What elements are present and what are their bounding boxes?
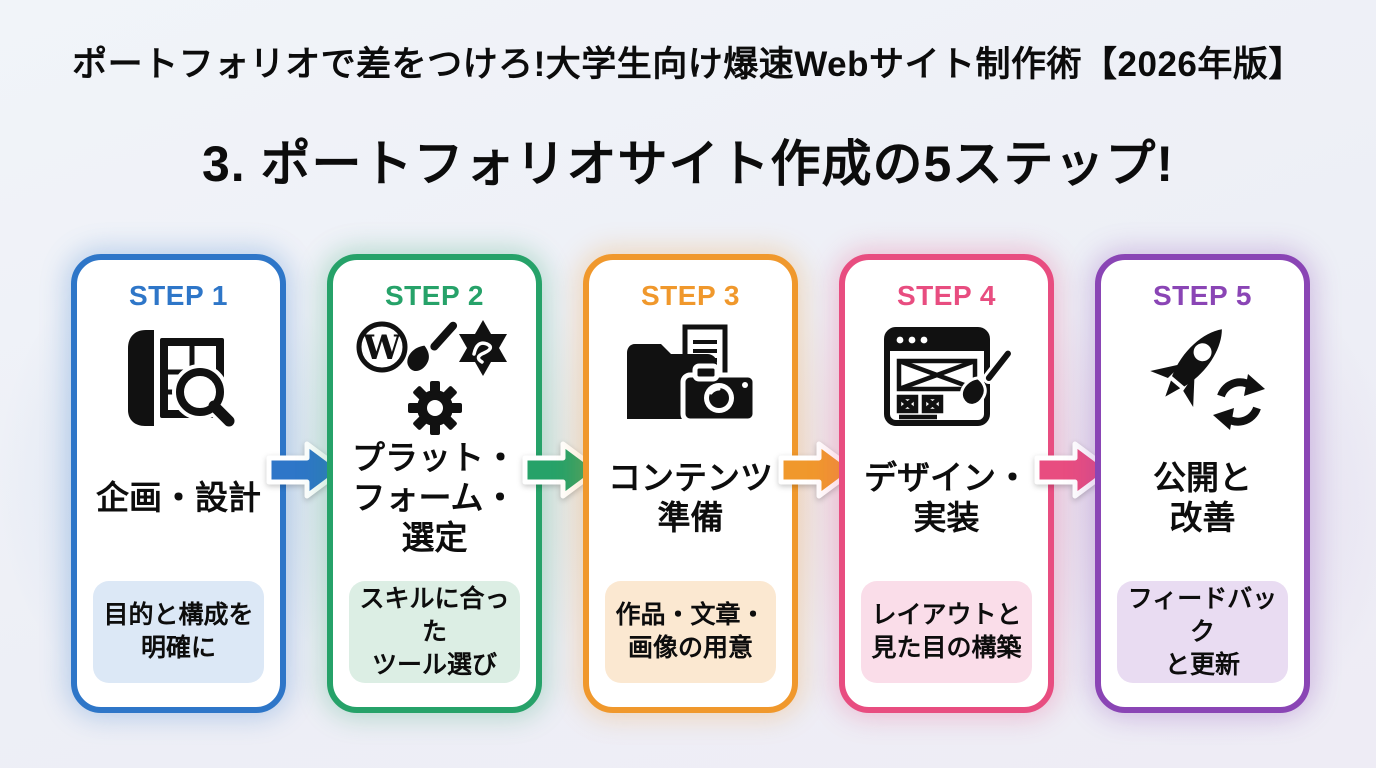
step-subtitle-line: レイアウトと: [871, 601, 1022, 629]
step-subtitle-line: スキルに合った: [359, 584, 510, 646]
arrow-right-icon: [1034, 441, 1113, 499]
step-title-line: デザイン・: [864, 458, 1029, 496]
step-title-line: コンテンツ: [608, 458, 773, 496]
step-label: STEP 5: [1153, 280, 1252, 311]
arrow-right-icon: [778, 441, 857, 499]
step-icon: [1101, 316, 1304, 438]
step-label: STEP 1: [129, 280, 228, 311]
step-subtitle-box: 作品・文章・画像の用意: [605, 581, 776, 683]
step-card: STEP 2 W プラット・フォーム・選定 スキルに合ったツール選び: [327, 254, 542, 713]
step-title: 公開と改善: [1105, 438, 1300, 557]
step-label: STEP 4: [897, 280, 996, 311]
step-title: 企画・設計: [81, 438, 276, 557]
step-icon: [77, 316, 280, 438]
step-subtitle-box: 目的と構成を明確に: [93, 581, 264, 683]
step-subtitle-line: 見た目の構築: [871, 634, 1022, 662]
step-title-line: 選定: [401, 518, 468, 556]
blueprint-magnifier-icon: [127, 330, 238, 430]
step-subtitle-line: フィードバック: [1127, 584, 1278, 646]
rocket-refresh-icon: [1149, 329, 1265, 430]
steps-row: STEP 1 企画・設計 目的と構成を明確に STEP 2 W: [71, 254, 1318, 713]
browser-brush-icon: [884, 327, 1014, 426]
step-title-line: 企画・設計: [96, 478, 261, 516]
step-card: STEP 4 デザイン・実装 レイアウトと見た目の構築: [839, 254, 1054, 713]
step-subtitle-line: と更新: [1164, 650, 1240, 679]
arrow-right-icon: [522, 441, 601, 499]
section-heading: 3. ポートフォリオサイト作成の5ステップ!: [201, 136, 1175, 192]
step-subtitle-line: 画像の用意: [627, 634, 753, 662]
step-subtitle-box: レイアウトと見た目の構築: [861, 581, 1032, 683]
step-subtitle-box: フィードバックと更新: [1117, 581, 1288, 683]
step-subtitle-box: スキルに合ったツール選び: [349, 581, 520, 683]
step-title-line: 公開と: [1153, 458, 1252, 496]
platform-tools-icon: W: [356, 320, 507, 435]
step-card: STEP 5 公開と改善 フィードバックと更新: [1095, 254, 1310, 713]
step-card: STEP 1 企画・設計 目的と構成を明確に: [71, 254, 286, 713]
step-card: STEP 3 コンテンツ準備 作品・文章・画像の用意: [583, 254, 798, 713]
arrow-right-icon: [266, 441, 345, 499]
step-subtitle-line: 目的と構成を: [103, 601, 254, 629]
page-title: ポートフォリオで差をつけろ!大学生向け爆速Webサイト制作術【2026年版】: [72, 45, 1304, 84]
step-subtitle-line: 作品・文章・: [615, 601, 766, 629]
step-title-line: プラット・: [352, 438, 517, 476]
step-icon: [589, 316, 792, 438]
step-title-line: 改善: [1169, 498, 1236, 536]
step-icon: [845, 316, 1048, 438]
step-title: コンテンツ準備: [593, 438, 788, 557]
step-subtitle-line: ツール選び: [371, 650, 497, 679]
step-title-line: 準備: [657, 498, 724, 536]
step-title-line: フォーム・: [352, 478, 517, 516]
step-label: STEP 3: [641, 280, 740, 311]
step-icon: W: [333, 316, 536, 438]
step-title-line: 実装: [913, 498, 980, 536]
step-subtitle-line: 明確に: [140, 634, 216, 662]
step-title: プラット・フォーム・選定: [337, 438, 532, 557]
svg-text:W: W: [361, 328, 401, 368]
step-label: STEP 2: [385, 280, 484, 311]
step-title: デザイン・実装: [849, 438, 1044, 557]
folder-camera-icon: [626, 324, 757, 424]
